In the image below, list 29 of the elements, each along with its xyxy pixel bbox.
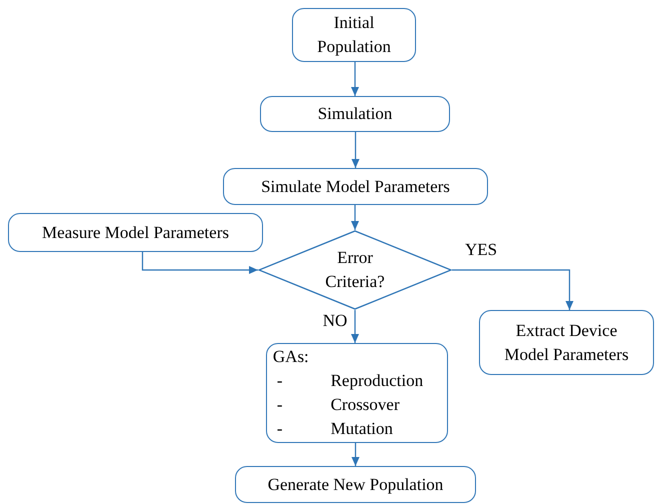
process-box bbox=[235, 466, 476, 503]
process-box bbox=[266, 343, 448, 443]
list-item: Mutation bbox=[330, 418, 394, 440]
decision-diamond bbox=[258, 230, 452, 310]
node-label: Error Criteria? bbox=[324, 247, 386, 293]
node-label: Generate New Population bbox=[268, 474, 444, 496]
node-label: Simulate Model Parameters bbox=[261, 176, 450, 198]
node-label: Extract Device Model Parameters bbox=[503, 320, 630, 366]
arrow bbox=[142, 252, 258, 274]
process-box bbox=[292, 8, 416, 62]
node-label: Measure Model Parameters bbox=[42, 222, 229, 244]
arrow bbox=[351, 310, 359, 343]
arrow bbox=[452, 269, 574, 310]
node-label: Simulation bbox=[318, 103, 392, 125]
node-label: Initial Population bbox=[316, 12, 392, 58]
node-heading: GAs: bbox=[272, 346, 310, 368]
process-box bbox=[8, 213, 263, 252]
arrow bbox=[351, 205, 359, 230]
process-box bbox=[479, 310, 654, 375]
bullet-dash: - bbox=[276, 394, 283, 416]
arrow bbox=[352, 132, 360, 168]
list-item: Reproduction bbox=[330, 370, 424, 392]
process-box bbox=[260, 96, 450, 132]
bullet-dash: - bbox=[276, 370, 283, 392]
arrow bbox=[351, 62, 359, 96]
bullet-dash: - bbox=[276, 418, 283, 440]
list-item: Crossover bbox=[330, 394, 401, 416]
arrow bbox=[352, 443, 360, 466]
process-box bbox=[223, 168, 488, 205]
